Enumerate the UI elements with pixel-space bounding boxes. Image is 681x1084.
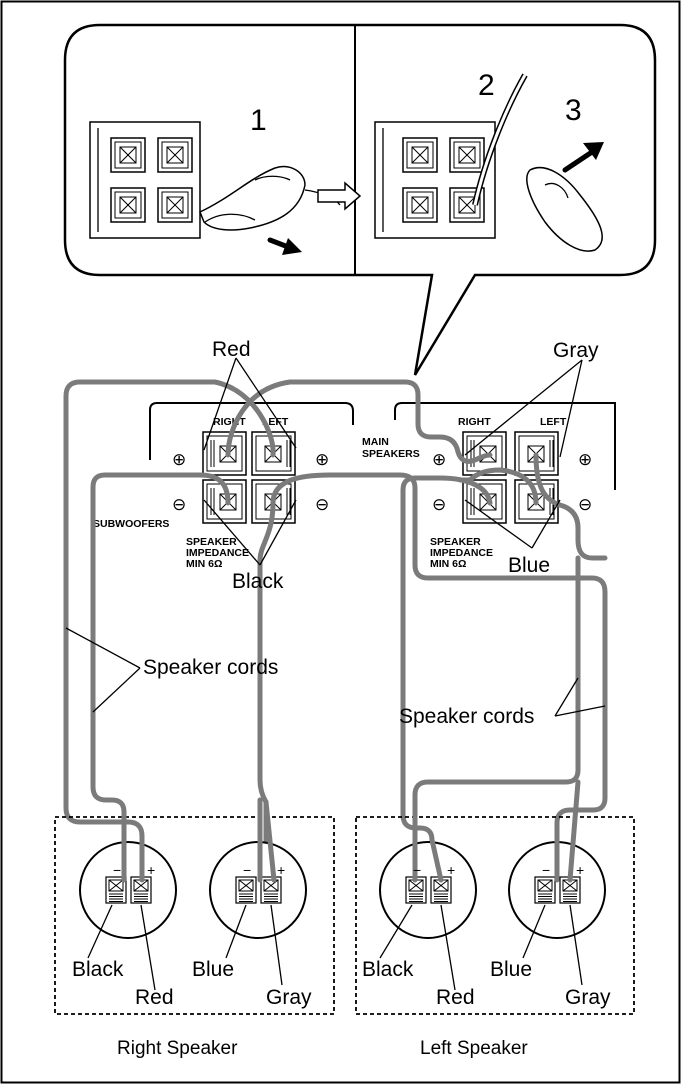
svg-text:+: +: [147, 862, 155, 878]
callout-pointers: [65, 357, 606, 717]
right-black-label: Black: [72, 958, 124, 981]
svg-text:+: +: [447, 862, 455, 878]
sub-minus-symbol: ⊖: [172, 495, 186, 515]
main-minus-symbol: ⊖: [432, 495, 446, 515]
blue-callout: Blue: [508, 554, 550, 577]
next-step-arrow: [317, 181, 362, 211]
main-left-label: LEFT: [540, 416, 567, 428]
left-blue-label: Blue: [490, 958, 532, 981]
svg-text:−: −: [113, 862, 121, 878]
right-speaker-caption: Right Speaker: [117, 1038, 238, 1059]
step-1-label: 1: [250, 104, 267, 137]
black-callout: Black: [232, 570, 284, 593]
main-plus-symbol-right: ⊕: [578, 450, 592, 470]
subwoofers-label: SUBWOOFERS: [93, 518, 169, 530]
main-panel-outline: [394, 402, 616, 490]
left-speaker-woofer-terminal: [379, 841, 477, 939]
left-black-label: Black: [362, 958, 414, 981]
main-plus-symbol: ⊕: [432, 450, 446, 470]
svg-text:−: −: [542, 862, 550, 878]
sub-plus-symbol: ⊕: [172, 450, 186, 470]
speaker-cords-right-label: Speaker cords: [399, 705, 534, 728]
speaker-cords-left-label: Speaker cords: [143, 656, 278, 679]
sub-right-label: RIGHT: [213, 416, 246, 428]
step-3-label: 3: [565, 94, 582, 127]
right-blue-label: Blue: [192, 958, 234, 981]
step1-illustration: [89, 121, 341, 255]
svg-text:−: −: [413, 862, 421, 878]
right-gray-label: Gray: [266, 986, 312, 1009]
gray-callout: Gray: [553, 339, 599, 362]
svg-text:−: −: [243, 862, 251, 878]
left-gray-label: Gray: [565, 986, 611, 1009]
speaker-label-pointers: [87, 904, 583, 991]
svg-text:+: +: [277, 862, 285, 878]
step-2-label: 2: [478, 69, 495, 102]
right-speaker-woofer-terminal: [79, 841, 177, 939]
cord-ends: [121, 779, 581, 883]
left-red-label: Red: [436, 986, 475, 1009]
red-callout: Red: [212, 338, 251, 361]
main-minus-symbol-right: ⊖: [578, 495, 592, 515]
speaker-terminal-signs: − + − + − + − +: [113, 862, 584, 878]
sub-minus-symbol-right: ⊖: [315, 495, 329, 515]
right-red-label: Red: [135, 986, 174, 1009]
step2-illustration: [374, 73, 604, 252]
main-right-label: RIGHT: [458, 416, 491, 428]
left-speaker-caption: Left Speaker: [420, 1038, 528, 1059]
sub-plus-symbol-right: ⊕: [315, 450, 329, 470]
svg-text:+: +: [576, 862, 584, 878]
